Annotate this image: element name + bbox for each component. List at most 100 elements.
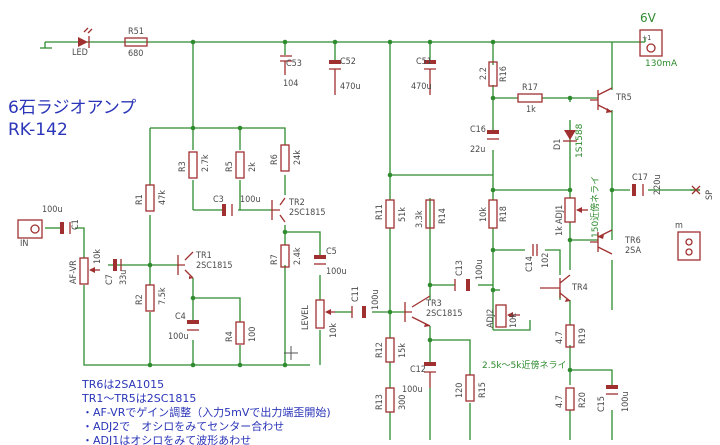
svg-text:2SC1815: 2SC1815 — [426, 309, 463, 319]
svg-text:R6: R6 — [270, 154, 280, 165]
svg-text:10k: 10k — [93, 249, 103, 264]
svg-text:C11: C11 — [351, 286, 361, 302]
transistor-tr1: TR1 2SC1815 — [177, 251, 233, 279]
svg-text:TR6: TR6 — [624, 236, 641, 246]
resistor-r18: 10k R18 — [479, 199, 509, 229]
svg-text:TR1: TR1 — [195, 251, 212, 261]
svg-text:D1: D1 — [553, 139, 563, 150]
svg-text:C12: C12 — [410, 365, 426, 375]
output-terminal: SP — [691, 185, 715, 200]
svg-text:100u: 100u — [326, 267, 347, 277]
svg-text:100u: 100u — [402, 385, 423, 395]
svg-text:1k: 1k — [526, 105, 536, 115]
svg-text:2.4k: 2.4k — [293, 247, 303, 265]
capacitor-c1: C1 100u — [42, 205, 81, 234]
potentiometer-adj2: ADJ2 10k 2.5k～5k近傍ネライ — [482, 304, 566, 371]
svg-text:TR3: TR3 — [425, 299, 442, 309]
svg-text:2SC1815: 2SC1815 — [289, 208, 326, 218]
svg-text:R16: R16 — [499, 66, 509, 82]
svg-text:C53: C53 — [286, 59, 302, 69]
capacitor-c12: C12 100u — [402, 362, 436, 395]
resistor-r14: 3.3k R14 — [415, 199, 448, 229]
svg-text:24k: 24k — [293, 150, 303, 165]
transistor-tr4: TR4 — [540, 274, 588, 302]
note-line: TR6は2SA1015 — [81, 378, 164, 391]
svg-text:R20: R20 — [578, 392, 588, 408]
note-line: ・ADJ2で オシロをみてセンター合わせ — [82, 419, 284, 433]
svg-text:4.7: 4.7 — [555, 331, 565, 344]
diode-d1: D1 1S1588 — [553, 123, 585, 158]
svg-text:R1: R1 — [135, 194, 145, 205]
svg-text:ADJ2: ADJ2 — [486, 309, 496, 328]
svg-text:TR2: TR2 — [288, 198, 305, 208]
svg-text:2SA: 2SA — [625, 246, 641, 256]
svg-text:100u: 100u — [475, 259, 485, 280]
svg-text:R19: R19 — [578, 328, 588, 344]
svg-text:104: 104 — [283, 79, 298, 89]
capacitor-c4: C4 100u — [168, 312, 199, 342]
svg-text:R14: R14 — [438, 208, 448, 224]
capacitor-c3: C3 100u — [213, 195, 261, 216]
capacitor-c13: C13 100u — [454, 259, 485, 291]
svg-text:TR5: TR5 — [615, 93, 632, 103]
svg-text:+1: +1 — [642, 34, 651, 42]
svg-text:C17: C17 — [632, 173, 648, 183]
svg-text:C1: C1 — [71, 219, 81, 230]
svg-text:R18: R18 — [499, 206, 509, 222]
svg-text:C4: C4 — [175, 312, 186, 322]
capacitor-c5: C5 100u — [314, 247, 347, 277]
svg-text:C5: C5 — [326, 247, 337, 257]
resistor-r11: R11 51k — [375, 199, 408, 229]
title-block: 6石ラジオアンプ RK-142 — [8, 98, 136, 140]
svg-text:C16: C16 — [470, 125, 486, 135]
svg-text:2SC1815: 2SC1815 — [196, 261, 233, 271]
svg-text:C7: C7 — [105, 274, 115, 285]
resistor-r16: 2.2 R16 — [479, 61, 509, 87]
svg-text:1k: 1k — [555, 226, 565, 236]
svg-text:300: 300 — [398, 395, 408, 410]
svg-text:C14: C14 — [525, 256, 535, 272]
resistor-r2: R2 7.5k — [135, 284, 168, 312]
svg-text:100u: 100u — [42, 205, 63, 215]
resistor-r13: R13 300 — [375, 387, 408, 413]
svg-text:C15: C15 — [597, 396, 607, 412]
svg-text:R12: R12 — [375, 342, 385, 358]
power-connector: 6V +1 130mA — [639, 11, 678, 69]
svg-text:C51: C51 — [416, 57, 432, 67]
svg-text:ADJ1: ADJ1 — [555, 205, 565, 224]
svg-text:2.2: 2.2 — [479, 67, 489, 80]
svg-text:LED: LED — [72, 48, 88, 58]
transistor-tr3: TR3 2SC1815 — [404, 295, 463, 327]
svg-text:R15: R15 — [478, 382, 488, 398]
notes-block: TR6は2SA1015 TR1～TR5は2SC1815 ・AF-VRでゲイン調整… — [81, 378, 331, 445]
resistor-r6: R6 24k — [270, 144, 303, 172]
svg-text:470u: 470u — [340, 82, 361, 92]
capacitor-c51: C51 470u — [411, 57, 436, 95]
potentiometer-adj1: ADJ1 1k 150近傍ネライ — [555, 176, 601, 238]
svg-text:470u: 470u — [411, 82, 432, 92]
svg-text:10k: 10k — [329, 323, 339, 338]
svg-text:7.5k: 7.5k — [158, 287, 168, 305]
svg-text:LEVEL: LEVEL — [301, 305, 311, 330]
svg-text:AF-VR: AF-VR — [69, 260, 79, 284]
svg-text:R51: R51 — [128, 27, 144, 37]
resistor-r5: R5 2k — [225, 151, 258, 179]
capacitor-c17: C17 220u — [632, 173, 663, 196]
junction-dots — [147, 39, 615, 373]
note-line: TR1～TR5は2SC1815 — [81, 392, 196, 405]
capacitor-c14: C14 102 — [525, 244, 551, 272]
resistor-r3: R3 2.7k — [178, 151, 211, 179]
svg-text:220u: 220u — [653, 174, 663, 195]
svg-text:1S1588: 1S1588 — [575, 123, 585, 158]
svg-text:100u: 100u — [371, 289, 381, 310]
svg-text:2.7k: 2.7k — [201, 154, 211, 172]
svg-text:C3: C3 — [213, 195, 224, 205]
svg-text:R4: R4 — [225, 331, 235, 342]
resistor-r15: 120 R15 — [455, 374, 488, 402]
potentiometer-level: LEVEL 10k — [301, 299, 339, 338]
svg-text:47k: 47k — [158, 190, 168, 205]
capacitor-c52: C52 470u — [329, 57, 361, 95]
title-line1: 6石ラジオアンプ — [8, 98, 136, 118]
resistor-r51: R51 680 — [124, 27, 148, 59]
